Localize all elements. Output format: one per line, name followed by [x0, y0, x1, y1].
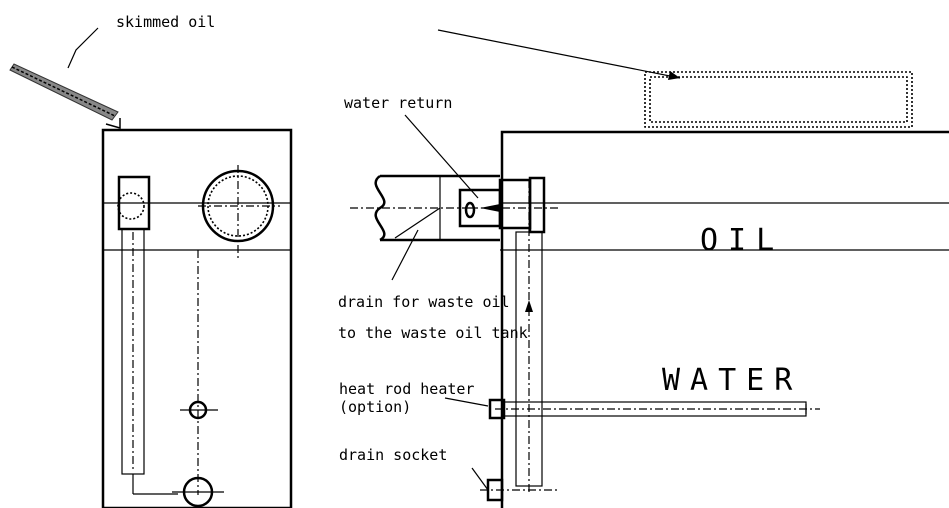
drain-socket-leader: [471, 467, 489, 491]
water-return-leader: [404, 114, 479, 199]
cover-leader-arrow: [437, 29, 681, 79]
drain-waste-label-1: drain for waste oil: [338, 293, 510, 311]
drain-socket-side: [480, 478, 560, 502]
skimmer-cover: [644, 71, 913, 128]
heat-rod-label-1: heat rod heater: [339, 380, 474, 398]
tank-side-outline: [500, 130, 949, 508]
tank-end-outline: [101, 128, 293, 508]
water-return-label: water return: [344, 94, 452, 112]
return-pipe-side: [458, 176, 560, 495]
drain-waste-leader: [391, 229, 419, 281]
heat-rod-leader: [444, 397, 489, 407]
oil-label: OIL: [700, 223, 784, 258]
tank-end-view: [9, 27, 293, 508]
heater-socket-end: [180, 400, 218, 420]
skimmed-oil-leader: [67, 27, 99, 69]
water-label: WATER: [662, 363, 802, 398]
drain-waste-label-2: to the waste oil tank: [338, 324, 528, 342]
skimmed-oil-strip: [9, 63, 121, 129]
tank-side-view: [350, 29, 949, 508]
drain-socket-end: [132, 474, 224, 508]
drain-socket-label: drain socket: [339, 446, 447, 464]
return-pipe-section: [117, 175, 151, 475]
heat-rod-label-2: (option): [339, 398, 411, 416]
skimmed-oil-label: skimmed oil: [116, 13, 215, 31]
outlet-pipe-side: [350, 174, 500, 242]
heat-rod-heater: [488, 398, 820, 420]
outlet-pipe-section: [198, 165, 280, 260]
